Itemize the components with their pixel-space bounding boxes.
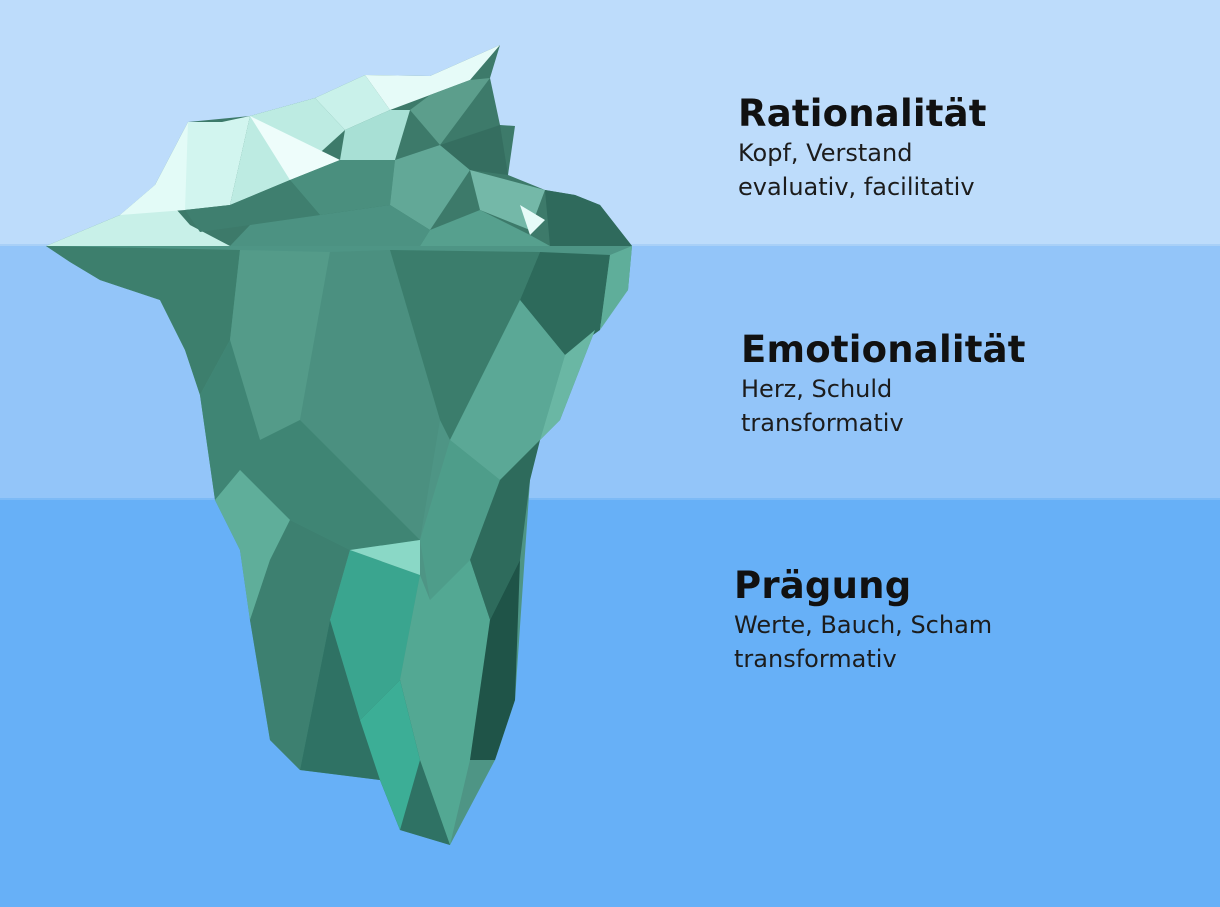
- layer-description-line: Kopf, Verstand: [738, 139, 913, 167]
- iceberg-tip: [46, 45, 632, 246]
- layer-emotionalitaet: Emotionalität Herz, Schuld transformativ: [741, 328, 1026, 440]
- layer-title: Rationalität: [738, 92, 987, 135]
- deep-water-band: [0, 498, 1220, 907]
- layer-praegung: Prägung Werte, Bauch, Scham transformati…: [734, 564, 992, 676]
- iceberg-body: [46, 246, 632, 845]
- layer-title: Prägung: [734, 564, 912, 607]
- layer-title: Emotionalität: [741, 328, 1026, 371]
- layer-description-line: evaluativ, facilitativ: [738, 173, 975, 201]
- layer-description-line: Herz, Schuld: [741, 375, 893, 403]
- layer-description-line: Werte, Bauch, Scham: [734, 611, 993, 639]
- layer-description-line: transformativ: [734, 645, 897, 673]
- layer-rationalitaet: Rationalität Kopf, Verstand evaluativ, f…: [738, 92, 987, 204]
- layer-description-line: transformativ: [741, 409, 904, 437]
